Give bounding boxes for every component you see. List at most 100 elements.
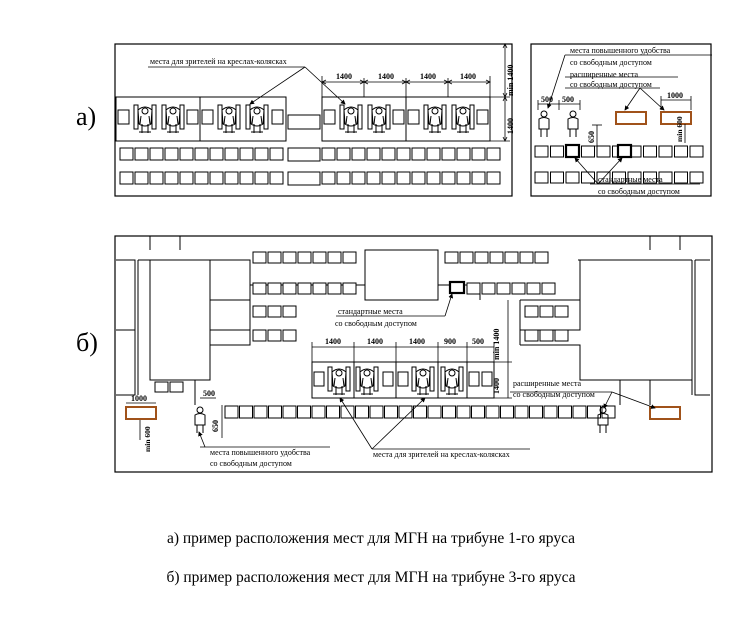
dim-b-min1400: min 1400 xyxy=(492,329,501,360)
seat xyxy=(149,147,164,161)
seat xyxy=(504,251,519,264)
dim-b-500: 500 xyxy=(203,389,215,398)
seat xyxy=(627,171,642,184)
dim-b-1: 1400 xyxy=(325,337,341,346)
seat xyxy=(534,251,549,264)
seat xyxy=(514,405,529,419)
seat xyxy=(411,147,426,161)
seat xyxy=(252,329,267,342)
dim-a-4: 1400 xyxy=(460,72,476,81)
dim-b-5: 500 xyxy=(472,337,484,346)
seat xyxy=(179,171,194,185)
seating-diagram: 1400 1400 1400 1400 min 1400 1400 места … xyxy=(114,43,713,473)
seat xyxy=(456,147,471,161)
seat xyxy=(194,171,209,185)
seat xyxy=(252,305,267,318)
seat xyxy=(543,405,558,419)
seat xyxy=(134,171,149,185)
seat xyxy=(426,171,441,185)
seat xyxy=(539,329,554,342)
seat xyxy=(351,147,366,161)
seat xyxy=(340,405,355,419)
seat xyxy=(351,171,366,185)
dim-a-min1400: min 1400 xyxy=(506,65,515,96)
seat xyxy=(587,405,601,419)
seat xyxy=(327,282,342,295)
label-b-comfort-1: места повышенного удобства xyxy=(210,448,311,457)
seat xyxy=(119,171,134,185)
seat xyxy=(554,305,569,318)
panel-b: 1400 1400 1400 900 500 min 1400 1400 ста… xyxy=(114,235,713,473)
seat xyxy=(486,147,501,161)
seat xyxy=(312,282,327,295)
seat xyxy=(572,405,587,419)
seat xyxy=(471,405,485,419)
seat xyxy=(282,329,297,342)
label-a-comfort-2: со свободным доступом xyxy=(570,58,652,67)
seat xyxy=(239,147,254,161)
seat xyxy=(396,171,411,185)
panel-a-letter: а) xyxy=(76,102,97,131)
seat xyxy=(581,171,595,184)
seat xyxy=(179,147,194,161)
seat xyxy=(550,145,564,158)
seat xyxy=(327,251,342,264)
dim-b-1000: 1000 xyxy=(131,394,147,403)
seat xyxy=(474,251,489,264)
seat xyxy=(398,405,413,419)
seat xyxy=(674,171,688,184)
seat xyxy=(444,251,459,264)
seat xyxy=(194,147,209,161)
seat xyxy=(541,282,556,295)
seat xyxy=(134,147,149,161)
panel-b-letter: б) xyxy=(76,328,98,357)
seat xyxy=(209,147,224,161)
label-a-comfort-1: места повышенного удобства xyxy=(570,46,671,55)
seat xyxy=(601,405,616,419)
seat xyxy=(311,405,326,419)
seat xyxy=(366,147,381,161)
label-a-wide-1: расширенные места xyxy=(570,70,639,79)
seat xyxy=(282,251,297,264)
label-b-wheelchair: места для зрителей на креслах-колясках xyxy=(373,450,510,459)
seat xyxy=(342,251,357,264)
seat xyxy=(524,305,539,318)
label-a-wheelchair: места для зрителей на креслах-колясках xyxy=(150,57,287,66)
label-a-std-2: со свободным доступом xyxy=(598,187,680,196)
seat xyxy=(539,305,554,318)
seat xyxy=(486,171,501,185)
label-a-wide-2: со свободным доступом xyxy=(570,80,652,89)
seat xyxy=(581,145,595,158)
dim-a-1000: 1000 xyxy=(667,91,683,100)
seat xyxy=(554,329,569,342)
dim-a-2: 1400 xyxy=(378,72,394,81)
seat xyxy=(336,171,351,185)
seat xyxy=(466,282,481,295)
seat xyxy=(321,147,336,161)
seat xyxy=(534,171,549,184)
dim-a-500-1: 500 xyxy=(541,95,553,104)
seat xyxy=(267,282,282,295)
seat xyxy=(485,405,500,419)
seat xyxy=(282,282,297,295)
seat xyxy=(550,171,564,184)
seat xyxy=(519,251,534,264)
seat xyxy=(674,145,688,158)
seat xyxy=(427,405,442,419)
panel-a-left: 1400 1400 1400 1400 min 1400 1400 места … xyxy=(114,43,515,197)
seat xyxy=(496,282,511,295)
seat xyxy=(442,405,456,419)
seat xyxy=(396,147,411,161)
seat xyxy=(267,251,282,264)
seat xyxy=(456,405,471,419)
caption-a: а) пример расположения мест для МГН на т… xyxy=(166,530,576,547)
seat xyxy=(239,171,254,185)
seat xyxy=(164,171,179,185)
seat xyxy=(596,145,611,158)
dim-a-500-2: 500 xyxy=(562,95,574,104)
seat xyxy=(269,147,284,161)
dim-b-2: 1400 xyxy=(367,337,383,346)
seat xyxy=(689,171,704,184)
dim-b-1400-side: 1400 xyxy=(492,378,501,394)
seat xyxy=(269,171,284,185)
